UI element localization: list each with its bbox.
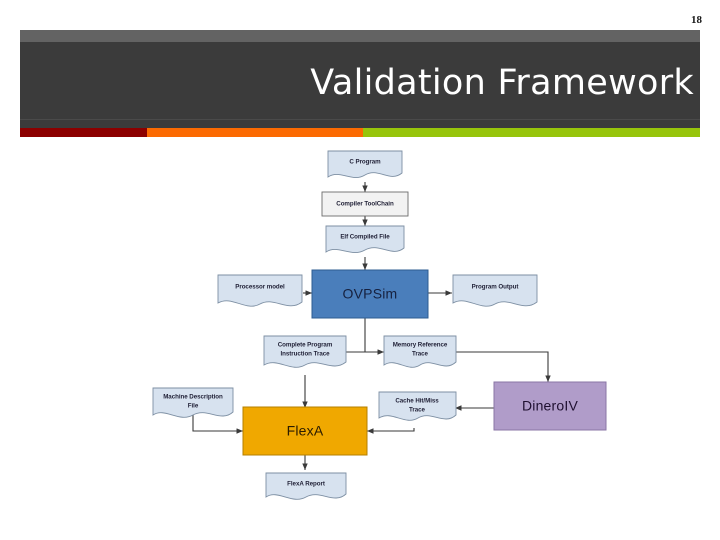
- node-instruction-trace[interactable]: Complete Program Instruction Trace: [263, 335, 347, 368]
- node-label-elf-compiled-file: Elf Compiled File: [340, 234, 390, 241]
- edge-machinedesc-flexa: [192, 408, 243, 434]
- slide-number: 18: [691, 14, 702, 26]
- node-label-cache-trace-line2: Trace: [409, 407, 426, 414]
- node-program-output[interactable]: Program Output: [452, 274, 538, 307]
- node-label-processor-model: Processor model: [235, 284, 285, 291]
- accent-bar-orange: [147, 128, 363, 137]
- accent-bar-green: [363, 128, 700, 137]
- rect-shape: [321, 191, 409, 217]
- node-label-machine-description-line2: File: [188, 403, 199, 410]
- node-label-compiler-toolchain: Compiler ToolChain: [336, 201, 394, 208]
- document-shape: [217, 274, 303, 307]
- edge-cachetrace-flexa: [367, 428, 415, 434]
- header-inner-rule: [20, 119, 700, 120]
- node-label-cache-trace-line1: Cache Hit/Miss: [395, 398, 439, 405]
- document-shape: [263, 335, 347, 368]
- node-memory-reference-trace[interactable]: Memory Reference Trace: [383, 335, 457, 368]
- node-compiler-toolchain[interactable]: Compiler ToolChain: [321, 191, 409, 217]
- node-processor-model[interactable]: Processor model: [217, 274, 303, 307]
- accent-bar-red: [20, 128, 147, 137]
- accent-bar-group: [20, 128, 700, 137]
- node-flexa-report[interactable]: FlexA Report: [265, 472, 347, 500]
- node-label-instruction-trace-line2: Instruction Trace: [280, 351, 330, 358]
- document-shape: [327, 150, 403, 179]
- node-label-c-program: C Program: [349, 159, 381, 166]
- header-background: Validation Framework: [20, 42, 700, 130]
- node-ovpsim[interactable]: OVPSim: [311, 269, 429, 319]
- node-label-ovpsim: OVPSim: [343, 286, 398, 302]
- document-shape: [378, 391, 457, 421]
- node-label-program-output: Program Output: [472, 284, 519, 291]
- node-label-machine-description-line1: Machine Description: [163, 394, 223, 401]
- document-shape: [383, 335, 457, 368]
- process-shape: [242, 406, 368, 456]
- node-label-dineroiv: DineroIV: [522, 398, 579, 414]
- node-label-memory-reference-trace-line1: Memory Reference: [393, 342, 448, 349]
- node-flexa[interactable]: FlexA: [242, 406, 368, 456]
- edge-memtrace-dineroiv: [455, 351, 551, 382]
- header-top-strip: [20, 30, 700, 42]
- node-machine-description-file[interactable]: Machine Description File: [152, 387, 234, 418]
- document-shape: [152, 387, 234, 418]
- node-c-program[interactable]: C Program: [327, 150, 403, 179]
- process-shape: [311, 269, 429, 319]
- document-shape: [265, 472, 347, 500]
- node-label-flexa-report: FlexA Report: [287, 481, 325, 488]
- node-dineroiv[interactable]: DineroIV: [493, 381, 607, 431]
- process-shape: [493, 381, 607, 431]
- validation-framework-diagram: C Program Compiler ToolChain Elf Compile…: [0, 140, 720, 540]
- slide-header: Validation Framework: [20, 30, 700, 130]
- node-elf-compiled-file[interactable]: Elf Compiled File: [325, 225, 405, 254]
- edge-group: [192, 182, 551, 470]
- node-label-flexa: FlexA: [287, 423, 324, 439]
- document-shape: [452, 274, 538, 307]
- node-cache-hit-miss-trace[interactable]: Cache Hit/Miss Trace: [378, 391, 457, 421]
- node-label-memory-reference-trace-line2: Trace: [412, 351, 429, 358]
- node-label-instruction-trace-line1: Complete Program: [278, 342, 333, 349]
- page-title: Validation Framework: [310, 63, 694, 103]
- document-shape: [325, 225, 405, 254]
